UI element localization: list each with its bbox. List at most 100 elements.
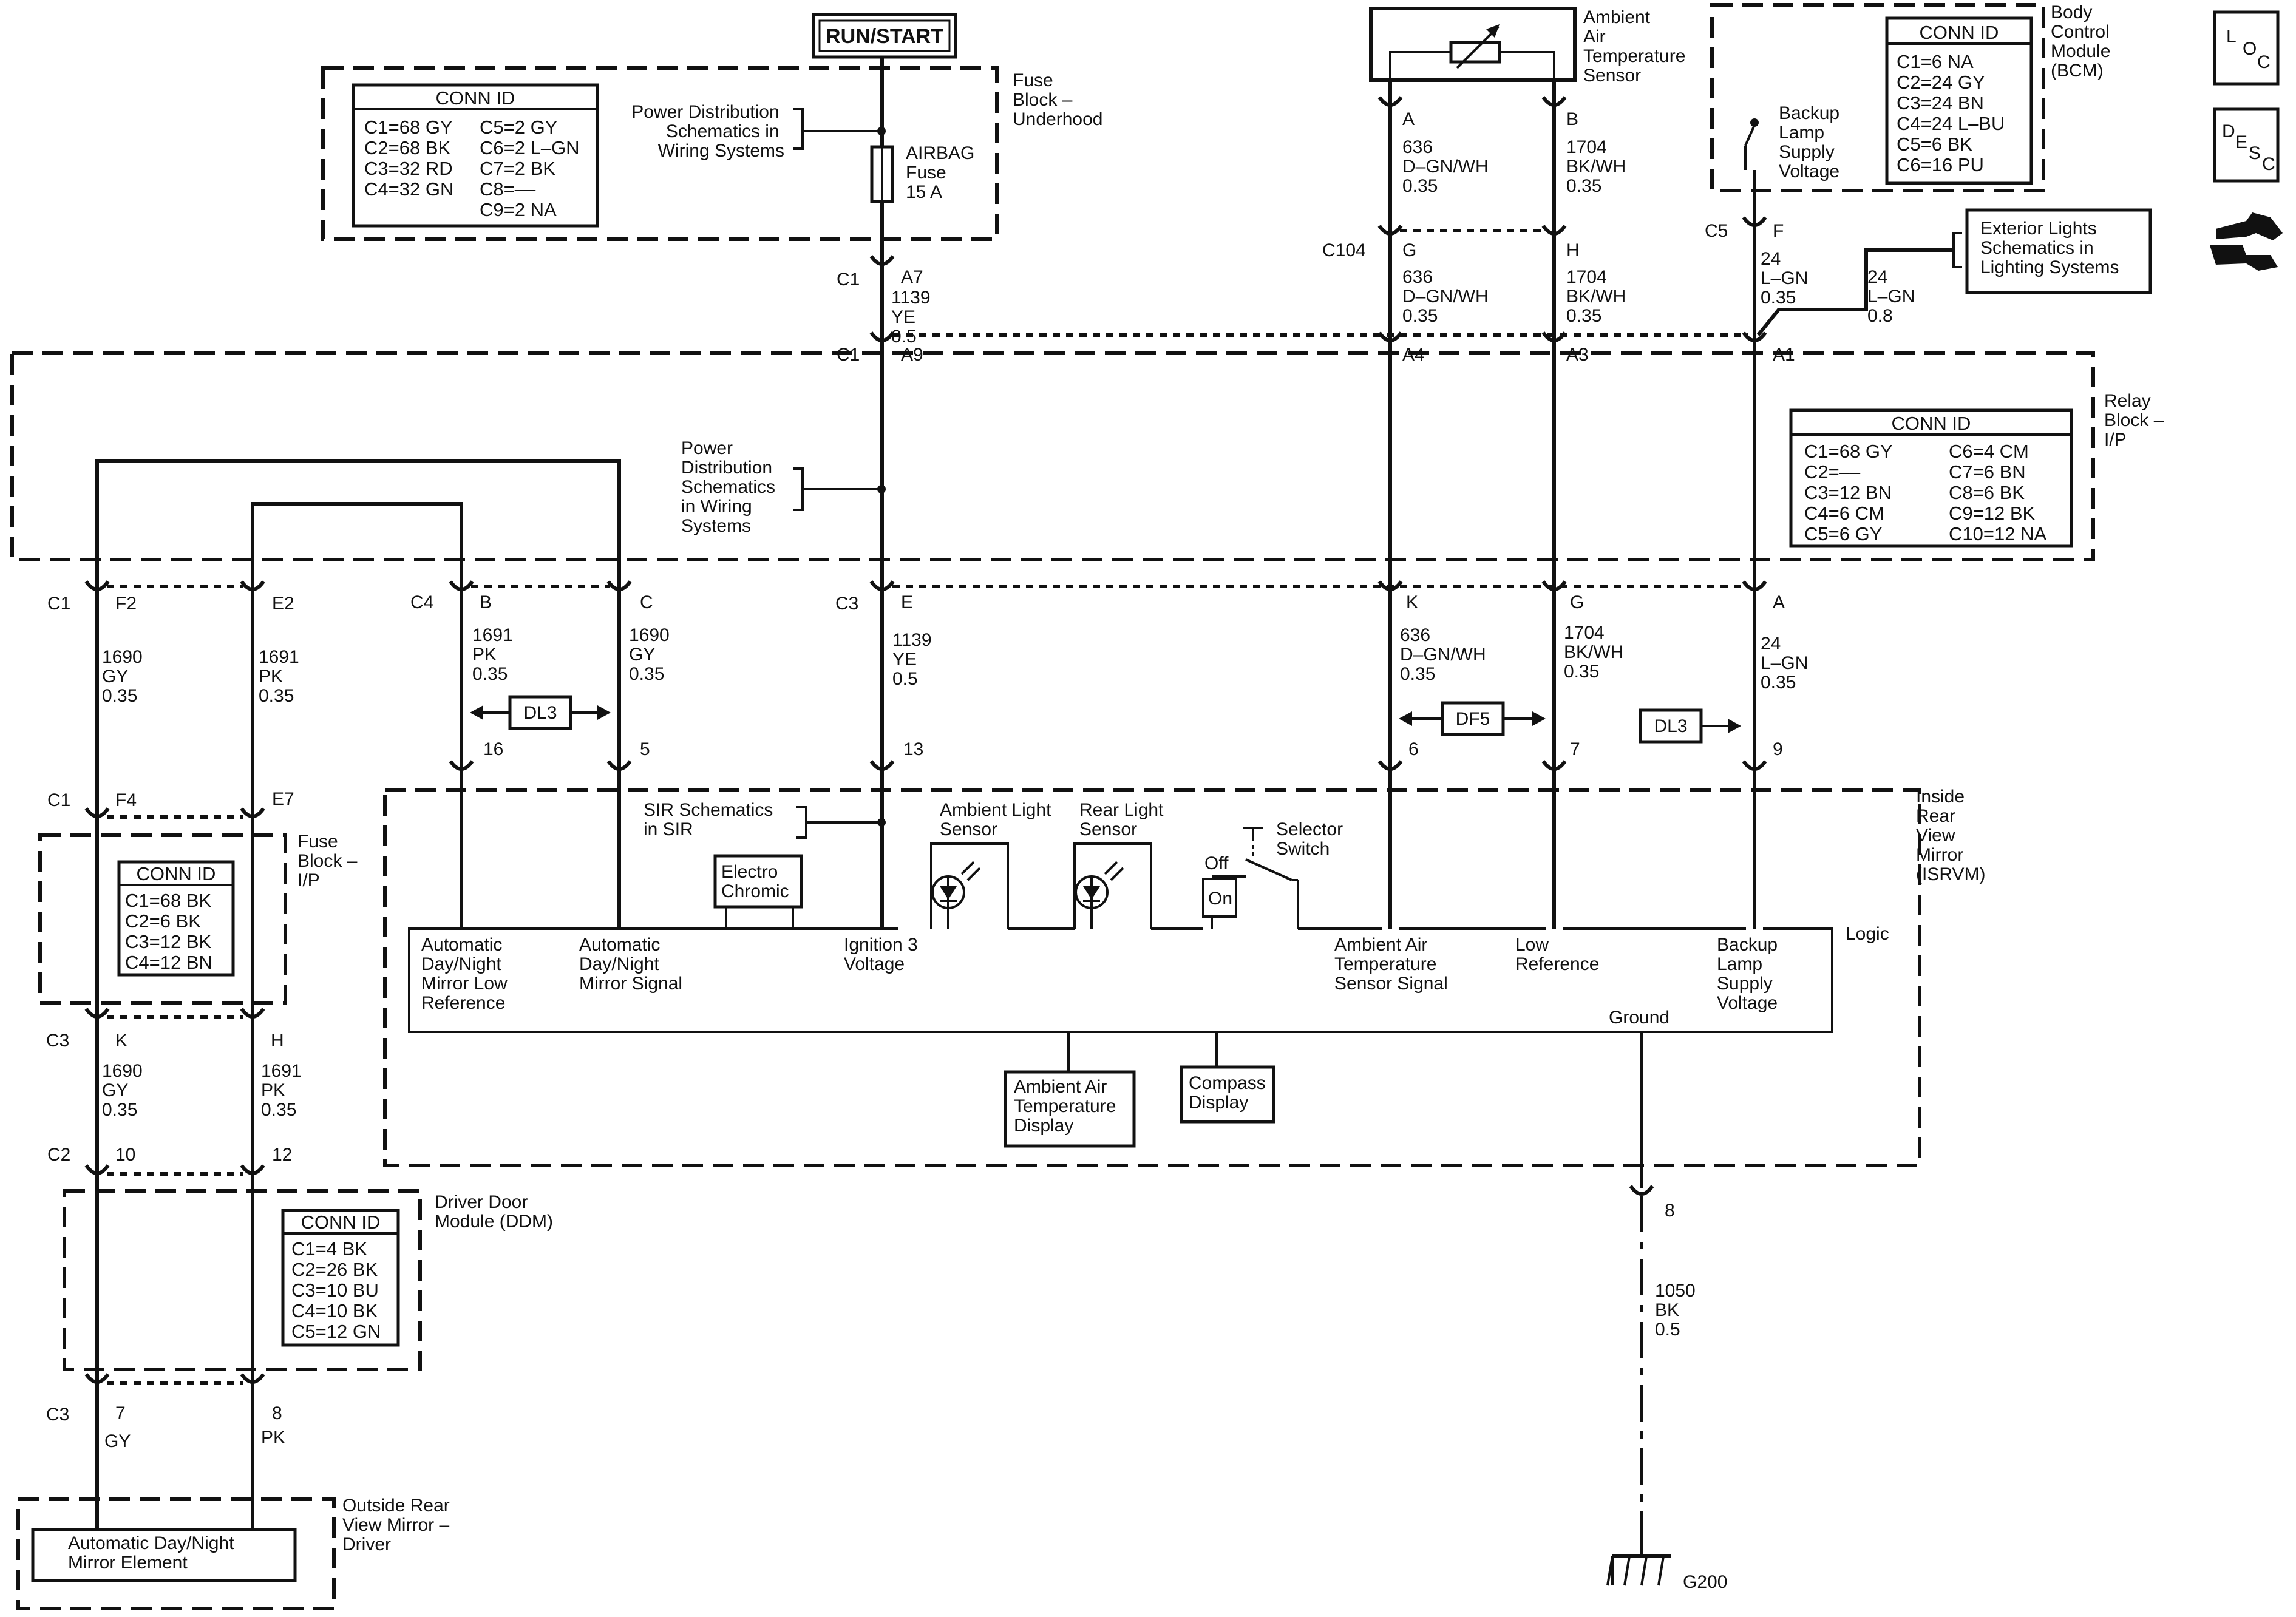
svg-text:H: H bbox=[271, 1031, 284, 1051]
svg-text:C5: C5 bbox=[1705, 221, 1728, 241]
fuse-block-ip-title: Fuse Block – I/P bbox=[297, 832, 362, 890]
ground-label: Ground bbox=[1609, 1008, 1669, 1028]
svg-text:G: G bbox=[1570, 592, 1584, 612]
wire-636-label-c104: 636 D–GN/WH 0.35 bbox=[1402, 267, 1493, 326]
location-icon[interactable]: L O C bbox=[2213, 10, 2280, 86]
fuse-block-underhood: Fuse Block – Underhood CONN ID C1=68 GY … bbox=[321, 66, 1102, 241]
logic-label: Logic bbox=[1846, 924, 1889, 944]
power-distribution-ref-2: Power Distribution Schematics in Wiring … bbox=[681, 438, 780, 536]
wrench-icon[interactable] bbox=[2206, 212, 2283, 271]
ambient-light-sensor-icon bbox=[930, 842, 1009, 929]
bcm-conn-list: C1=6 NA C2=24 GY C3=24 BN C4=24 L–BU C5=… bbox=[1897, 51, 2010, 175]
svg-text:DL3: DL3 bbox=[1654, 716, 1687, 736]
wire-1139-label-top: 1139 YE 0.5 bbox=[891, 288, 936, 347]
pin-a-label: A bbox=[1402, 109, 1415, 129]
outside-rear-view-mirror: Outside Rear View Mirror – Driver Automa… bbox=[16, 1496, 455, 1610]
dl3-tag-2[interactable]: DL3 bbox=[1639, 708, 1741, 744]
bcm-supply-label: Backup Lamp Supply Voltage bbox=[1779, 103, 1844, 181]
svg-text:G: G bbox=[1402, 240, 1416, 260]
power-distribution-ref-1: Power Distribution Schematics in Wiring … bbox=[631, 102, 784, 161]
svg-text:C1=68 GY C2=–– C3=: C1=68 GY C2=–– C3=12 BN C4=6 CM C5=6 GY bbox=[1804, 441, 1898, 544]
ambient-air-display-label: Ambient Air Temperature Display bbox=[1014, 1077, 1121, 1136]
isrvm-title: Inside Rear View Mirror (ISRVM) bbox=[1916, 787, 1985, 884]
svg-text:C: C bbox=[2262, 154, 2275, 174]
run-start-box: RUN/START bbox=[812, 13, 957, 59]
conn-id-title: CONN ID bbox=[436, 87, 515, 109]
outside-mirror-title: Outside Rear View Mirror – Driver bbox=[342, 1496, 455, 1554]
exterior-lights-ref: Exterior Lights Schematics in Lighting S… bbox=[1756, 208, 2152, 336]
pin-b-label: B bbox=[1566, 109, 1578, 129]
svg-text:C3: C3 bbox=[835, 594, 858, 614]
svg-text:C3: C3 bbox=[46, 1405, 69, 1425]
svg-text:7: 7 bbox=[1570, 739, 1580, 759]
svg-text:12: 12 bbox=[272, 1145, 292, 1165]
svg-text:A7: A7 bbox=[901, 267, 923, 287]
svg-text:DL3: DL3 bbox=[523, 703, 557, 723]
svg-text:C5=2 GY C6=2 L–GN: C5=2 GY C6=2 L–GN C7=2 BK C8=–– C9=2 NA bbox=[480, 117, 585, 220]
svg-text:PK: PK bbox=[261, 1428, 285, 1448]
df5-tag[interactable]: DF5 bbox=[1399, 701, 1546, 736]
svg-text:CONN ID: CONN ID bbox=[301, 1212, 381, 1233]
dl3-tag-1[interactable]: DL3 bbox=[470, 695, 611, 730]
svg-text:C1: C1 bbox=[47, 594, 70, 614]
selector-switch-label: Selector Switch bbox=[1276, 819, 1348, 859]
conn-id-table-underhood: CONN ID C1=68 GY C2=68 BK C3=32 RD C4=32… bbox=[352, 83, 599, 228]
svg-text:K: K bbox=[1406, 592, 1418, 612]
svg-text:B: B bbox=[480, 592, 492, 612]
svg-text:C: C bbox=[640, 592, 653, 612]
svg-text:A: A bbox=[1773, 592, 1785, 612]
bcm-conn-id-title: CONN ID bbox=[1920, 22, 1999, 43]
svg-text:F4: F4 bbox=[115, 790, 137, 810]
svg-text:C4: C4 bbox=[410, 592, 433, 612]
svg-text:K: K bbox=[115, 1031, 127, 1051]
svg-text:C1: C1 bbox=[837, 270, 860, 290]
svg-text:C1=68 BK C2=6 BK C: C1=68 BK C2=6 BK C3=12 BK C4=12 BN bbox=[125, 890, 217, 973]
wire-636-label-top: 636 D–GN/WH 0.35 bbox=[1402, 137, 1493, 196]
wire-24-lgn-08-label: 24 L–GN 0.8 bbox=[1867, 267, 1920, 326]
description-icon[interactable]: D E S C bbox=[2213, 107, 2280, 183]
rear-light-sensor-icon bbox=[1073, 842, 1152, 929]
svg-text:C: C bbox=[2257, 52, 2271, 72]
svg-text:H: H bbox=[1566, 240, 1580, 260]
wire-1704-label-c104: 1704 BK/WH 0.35 bbox=[1566, 267, 1631, 326]
svg-text:5: 5 bbox=[640, 739, 650, 759]
svg-text:F: F bbox=[1773, 221, 1784, 241]
wire-24-lgn-label-top: 24 L–GN 0.35 bbox=[1761, 249, 1813, 308]
svg-text:Exterior Lights Schemati: Exterior Lights Schematics in Lighting S… bbox=[1980, 219, 2119, 277]
svg-text:On: On bbox=[1208, 889, 1232, 909]
compass-display-label: Compass Display bbox=[1189, 1073, 1271, 1113]
connector-marks bbox=[84, 96, 1767, 1384]
svg-text:E: E bbox=[2235, 132, 2247, 152]
svg-text:Off: Off bbox=[1204, 853, 1229, 873]
svg-text:C1: C1 bbox=[47, 790, 70, 810]
ground-g200-symbol bbox=[1606, 1545, 1671, 1586]
svg-text:C1=4 BK C2=26 BK C: C1=4 BK C2=26 BK C3=10 BU C4=10 BK C5=12… bbox=[291, 1238, 384, 1342]
svg-text:8: 8 bbox=[272, 1403, 282, 1423]
driver-door-module: Driver Door Module (DDM) CONN ID C1=4 BK… bbox=[63, 1189, 553, 1371]
fuse-block-ip: Fuse Block – I/P CONN ID C1=68 BK C2=6 B… bbox=[38, 832, 362, 1005]
svg-text:8: 8 bbox=[1665, 1201, 1675, 1221]
c104-label: C104 bbox=[1322, 240, 1366, 260]
inside-rear-view-mirror: Inside Rear View Mirror (ISRVM) SIR Sche… bbox=[383, 787, 1985, 1167]
svg-text:D: D bbox=[2222, 121, 2235, 141]
svg-text:9: 9 bbox=[1773, 739, 1783, 759]
logic-block bbox=[408, 927, 1833, 1033]
ambient-sensor-title: Ambient Air Temperature Sensor bbox=[1583, 7, 1691, 86]
ambient-air-temperature-sensor: Ambient Air Temperature Sensor bbox=[1369, 7, 1691, 86]
svg-text:C1=68 GY C2=68 BK: C1=68 GY C2=68 BK C3=32 RD C4=32 GN bbox=[364, 117, 458, 200]
body-control-module: Body Control Module (BCM) CONN ID C1=6 N… bbox=[1710, 2, 2110, 192]
wire-1050-label: 1050 BK 0.5 bbox=[1655, 1281, 1700, 1340]
svg-text:L: L bbox=[2226, 27, 2237, 47]
